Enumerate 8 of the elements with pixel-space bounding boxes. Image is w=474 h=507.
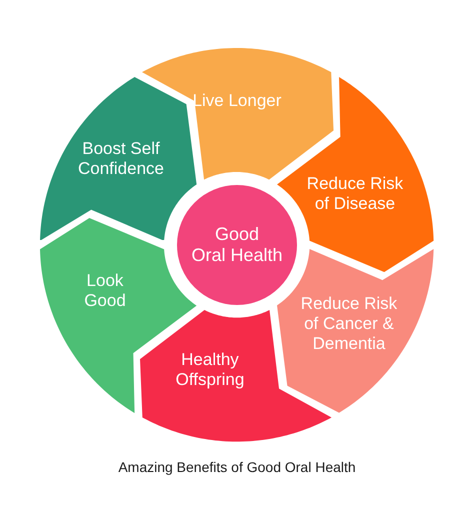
- segment-label: Live Longer: [192, 90, 282, 111]
- caption: Amazing Benefits of Good Oral Health: [118, 458, 356, 476]
- segment-label: Boost Self Confidence: [76, 138, 165, 179]
- segment-label: Look Good: [83, 270, 127, 311]
- segment-label: Healthy Offspring: [174, 350, 246, 390]
- segment-label: Reduce Risk of Disease: [306, 174, 404, 214]
- center-label: Good Oral Health: [190, 224, 284, 266]
- segment-label: Reduce Risk of Cancer & Dementia: [300, 294, 398, 354]
